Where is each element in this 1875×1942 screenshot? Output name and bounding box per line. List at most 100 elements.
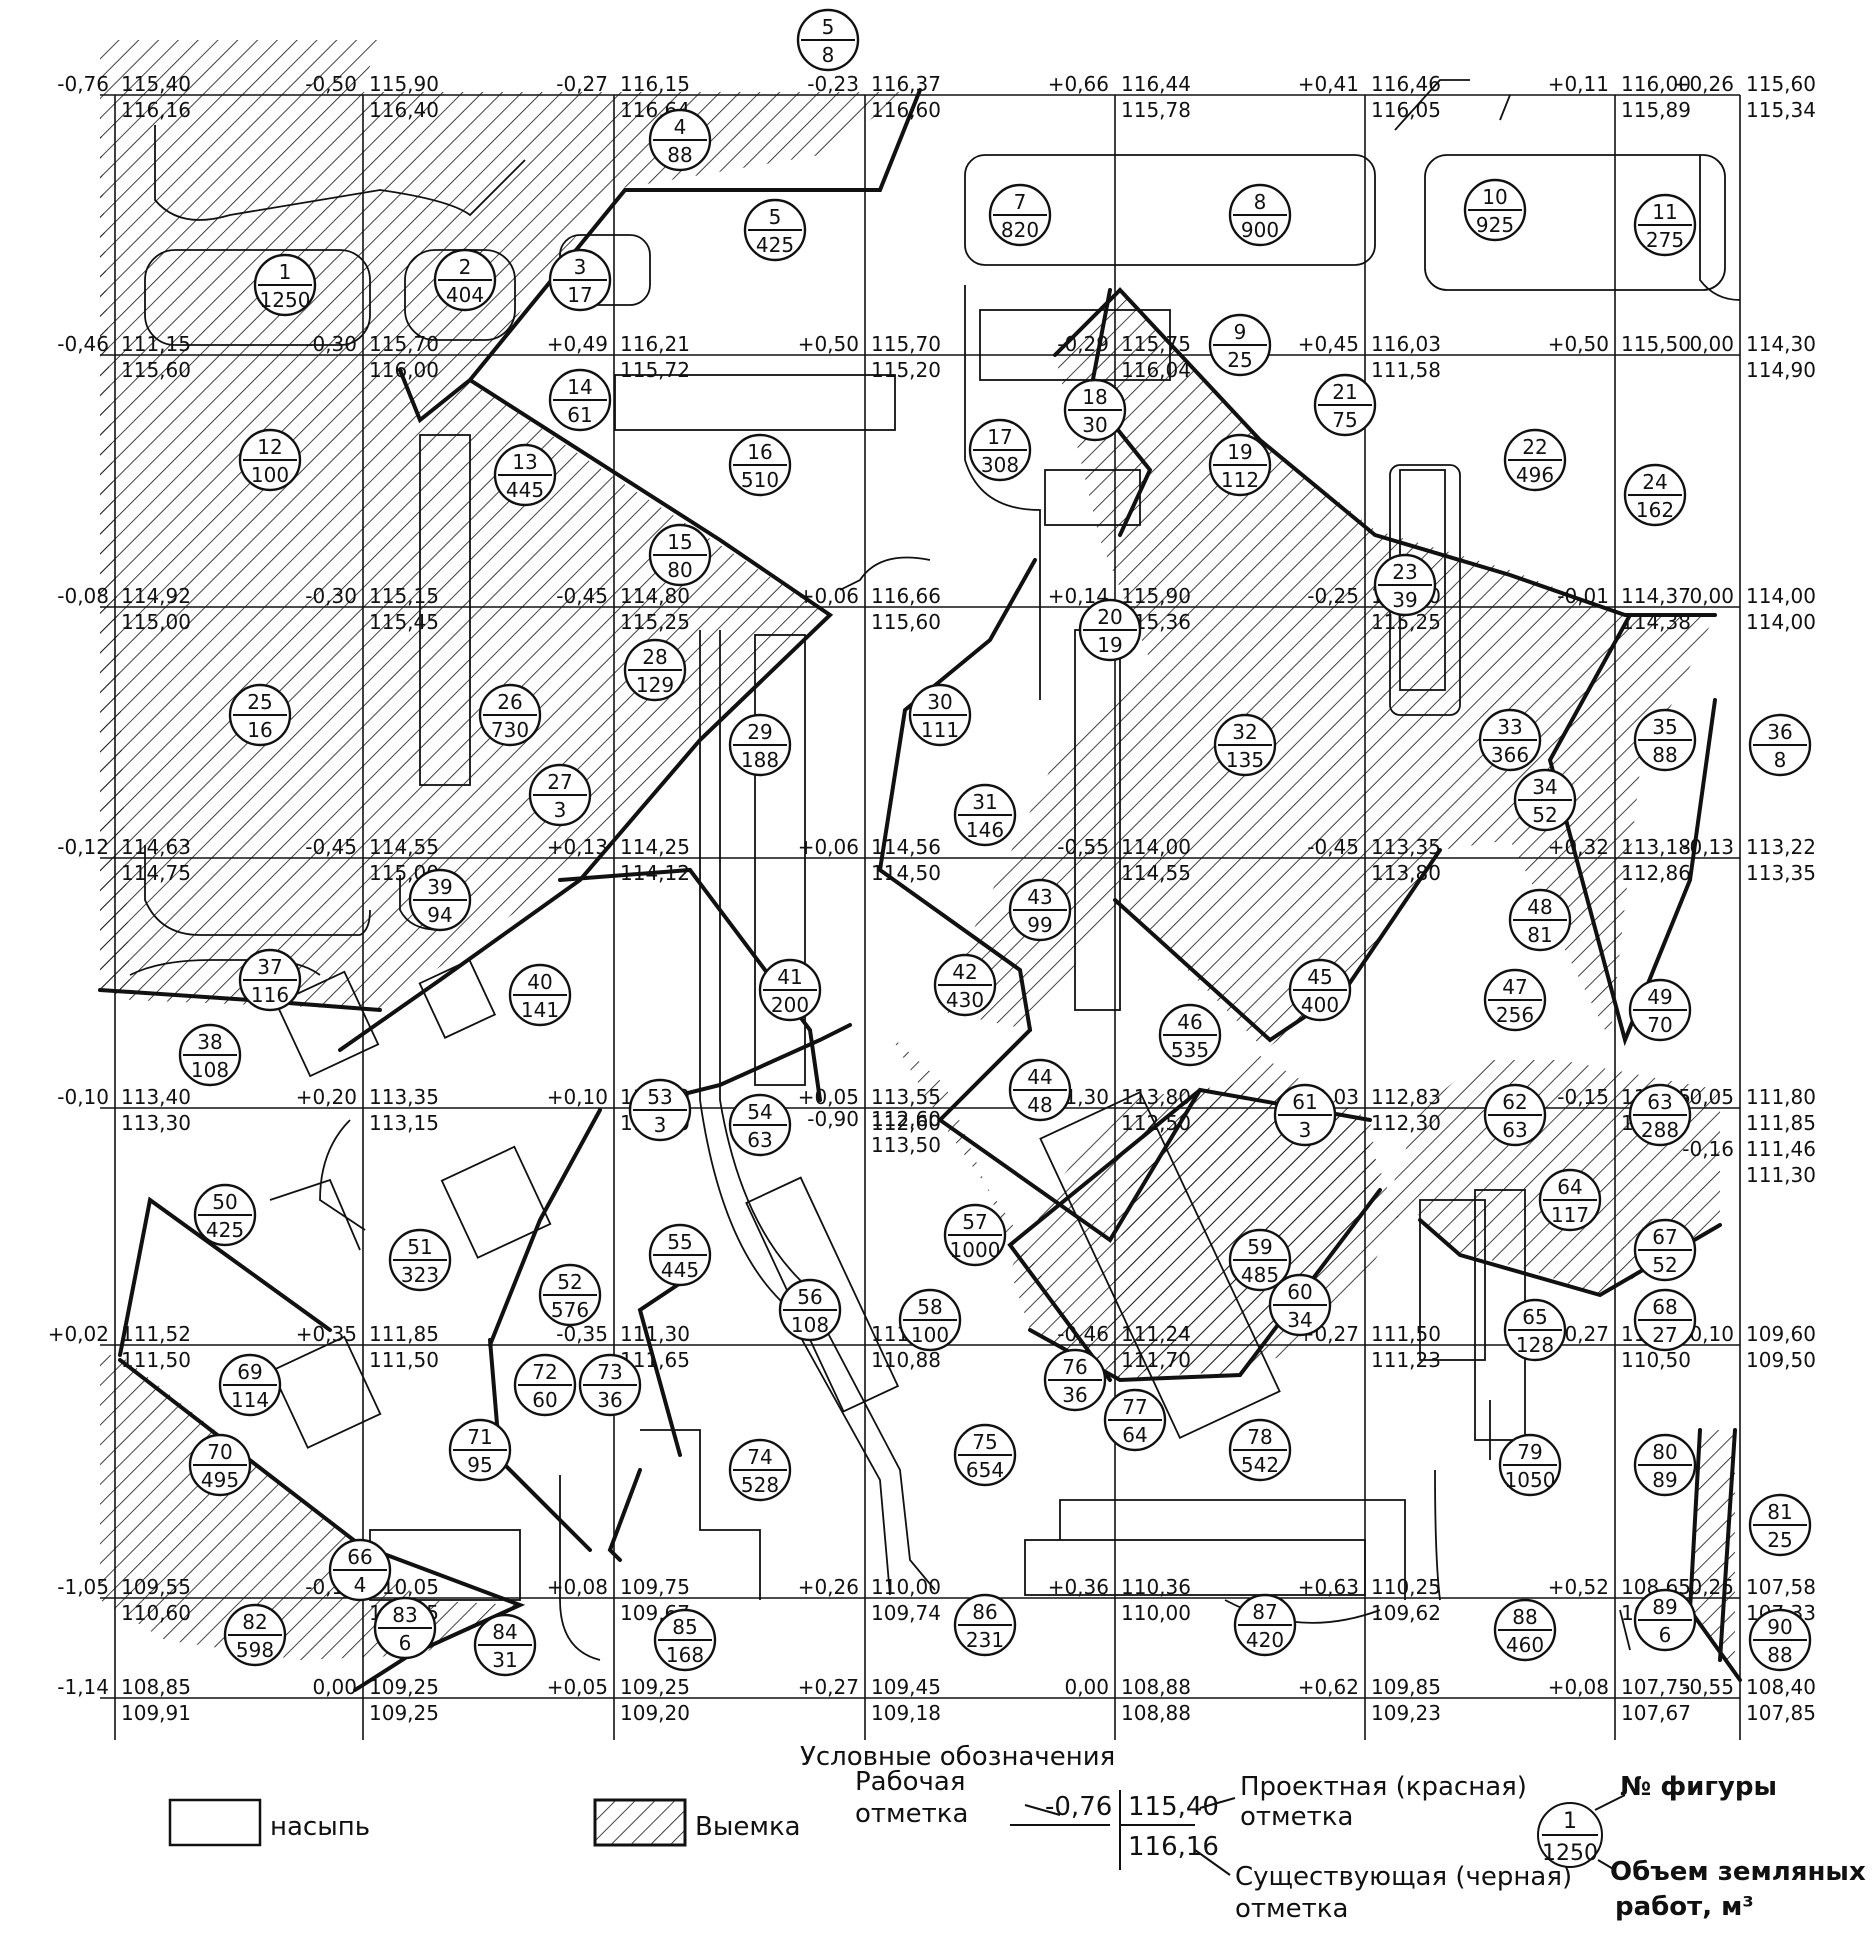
existing-mark: 115,45 — [369, 610, 439, 634]
figure-volume: 94 — [427, 903, 452, 927]
design-mark: 111,52 — [121, 1322, 191, 1346]
figure-volume: 1000 — [950, 1238, 1001, 1262]
work-mark: -0,12 — [57, 835, 109, 859]
design-mark: 115,70 — [871, 332, 941, 356]
figure-volume: 425 — [206, 1218, 244, 1242]
existing-mark: 109,18 — [871, 1701, 941, 1725]
figure-number: 54 — [747, 1100, 772, 1124]
figure-volume: 3 — [554, 798, 567, 822]
work-mark: +0,27 — [798, 1675, 859, 1699]
design-mark: 115,15 — [369, 584, 439, 608]
figure: 488 — [648, 108, 712, 172]
design-mark: 112,83 — [1371, 1085, 1441, 1109]
figure-volume: 108 — [791, 1313, 829, 1337]
design-mark: 108,40 — [1746, 1675, 1816, 1699]
figure-number: 4 — [674, 115, 687, 139]
figure-number: 1 — [279, 260, 292, 284]
figure-volume: 496 — [1516, 463, 1554, 487]
figure-number: 58 — [917, 1295, 942, 1319]
design-mark: 109,85 — [1371, 1675, 1441, 1699]
figure-volume: 535 — [1171, 1038, 1209, 1062]
figure-volume: 114 — [231, 1388, 269, 1412]
existing-mark: 114,50 — [871, 861, 941, 885]
existing-mark: 115,00 — [121, 610, 191, 634]
figure-volume: 16 — [247, 718, 272, 742]
figure-volume: 4 — [354, 1573, 367, 1597]
work-mark: -1,05 — [57, 1575, 109, 1599]
figure: 317 — [548, 248, 612, 312]
figure-volume: 6 — [399, 1631, 412, 1655]
figure-volume: 188 — [741, 748, 779, 772]
existing-mark: 113,80 — [1371, 861, 1441, 885]
work-mark: -0,13 — [1682, 835, 1734, 859]
design-mark: 114,80 — [620, 584, 690, 608]
figure-number: 67 — [1652, 1225, 1677, 1249]
figure-volume: 39 — [1392, 588, 1417, 612]
work-mark: -0,05 — [1682, 1085, 1734, 1109]
cut-area — [935, 290, 1715, 1050]
figure-number: 86 — [972, 1600, 997, 1624]
figure-number: 50 — [212, 1190, 237, 1214]
figure-number: 65 — [1522, 1305, 1547, 1329]
figure-volume: 31 — [492, 1648, 517, 1672]
figure-number: 21 — [1332, 380, 1357, 404]
work-mark: -0,45 — [305, 835, 357, 859]
existing-mark: 109,74 — [871, 1601, 941, 1625]
work-mark: +0,11 — [1548, 72, 1609, 96]
figure-volume: 820 — [1001, 218, 1039, 242]
figure-number: 47 — [1502, 975, 1527, 999]
design-mark: 114,63 — [121, 835, 191, 859]
figure-volume: 17 — [567, 283, 592, 307]
figure-volume: 34 — [1287, 1308, 1312, 1332]
figure-volume: 8 — [822, 43, 835, 67]
design-mark: 116,21 — [620, 332, 690, 356]
figure-volume: 70 — [1647, 1013, 1672, 1037]
legend-work-label-2: отметка — [855, 1799, 968, 1829]
work-mark: -0,46 — [57, 332, 109, 356]
figure-number: 24 — [1642, 470, 1667, 494]
existing-mark: 114,12 — [620, 861, 690, 885]
figure-number: 62 — [1502, 1090, 1527, 1114]
legend-fill-swatch — [168, 1798, 262, 1847]
figure-volume: 111 — [921, 718, 959, 742]
existing-mark: 111,23 — [1371, 1348, 1441, 1372]
design-mark: 109,55 — [121, 1575, 191, 1599]
work-mark: +0,50 — [798, 332, 859, 356]
work-mark: +0,06 — [798, 835, 859, 859]
figure-number: 52 — [557, 1270, 582, 1294]
work-mark: +0,05 — [798, 1085, 859, 1109]
work-mark: +0,49 — [547, 332, 608, 356]
